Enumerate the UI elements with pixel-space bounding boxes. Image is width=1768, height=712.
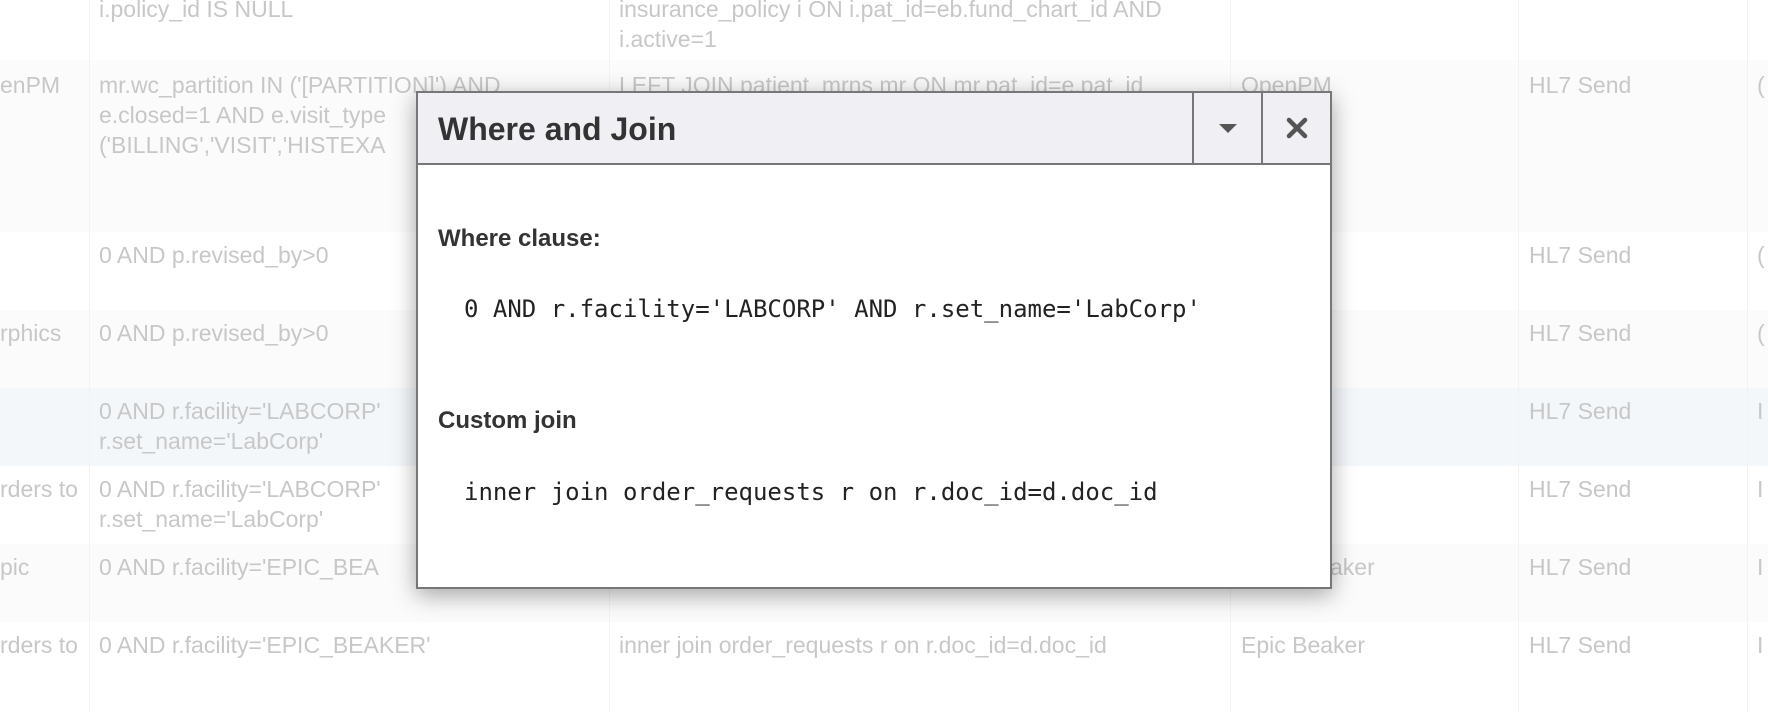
table-cell: ( — [1757, 320, 1765, 346]
table-cell: i.policy_id IS NULL — [99, 0, 294, 22]
dialog-body: Where clause: 0 AND r.facility='LABCORP'… — [418, 165, 1330, 587]
where-clause-label: Where clause: — [438, 225, 601, 252]
table-cell: rders to — [0, 476, 78, 502]
custom-join-value: inner join order_requests r on r.doc_id=… — [464, 478, 1158, 506]
dialog-header[interactable]: Where and Join — [418, 93, 1330, 165]
table-cell: 0 AND r.facility='LABCORP' r.set_name='L… — [99, 398, 381, 454]
table-cell: inner join order_requests r on r.doc_id=… — [619, 632, 1107, 658]
table-cell: 0 AND p.revised_by>0 — [99, 242, 329, 268]
table-cell: rders to — [0, 632, 78, 658]
table-row[interactable]: i.policy_id IS NULL insurance_policy i O… — [0, 0, 1768, 60]
custom-join-label: Custom join — [438, 407, 577, 434]
chevron-down-icon — [1218, 123, 1237, 133]
table-cell: insurance_policy i ON i.pat_id=eb.fund_c… — [619, 0, 1162, 52]
table-cell: HL7 Send — [1529, 632, 1632, 658]
table-cell: HL7 Send — [1529, 72, 1632, 98]
column-divider — [1747, 0, 1748, 712]
dialog-title: Where and Join — [438, 111, 677, 147]
table-cell: 0 AND p.revised_by>0 — [99, 320, 329, 346]
table-cell: pic — [0, 554, 30, 580]
table-cell: 0 AND r.facility='EPIC_BEAKER' — [99, 632, 431, 658]
table-cell: HL7 Send — [1529, 476, 1632, 502]
close-button[interactable] — [1261, 93, 1330, 163]
table-cell: HL7 Send — [1529, 242, 1632, 268]
table-cell: I — [1757, 398, 1764, 424]
table-cell: I — [1757, 632, 1764, 658]
table-cell: HL7 Send — [1529, 398, 1632, 424]
table-cell: enPM — [0, 72, 61, 98]
table-cell: ( — [1757, 242, 1765, 268]
column-divider — [89, 0, 90, 712]
table-cell: 0 AND r.facility='LABCORP' r.set_name='L… — [99, 476, 381, 532]
table-cell: HL7 Send — [1529, 320, 1632, 346]
where-clause-value: 0 AND r.facility='LABCORP' AND r.set_nam… — [464, 295, 1201, 323]
table-row[interactable]: rders to 0 AND r.facility='EPIC_BEAKER' … — [0, 622, 1768, 712]
where-join-dialog: Where and Join Where clause: 0 AND r.fac… — [416, 91, 1332, 589]
dropdown-button[interactable] — [1192, 93, 1261, 163]
table-cell: rphics — [0, 320, 62, 346]
table-cell: 0 AND r.facility='EPIC_BEA — [99, 554, 379, 580]
table-cell: HL7 Send — [1529, 554, 1632, 580]
close-icon — [1286, 117, 1307, 139]
column-divider — [1518, 0, 1519, 712]
table-cell: I — [1757, 476, 1764, 502]
table-cell: I — [1757, 554, 1764, 580]
table-cell: aker — [1330, 554, 1375, 580]
table-cell: ( — [1757, 72, 1765, 98]
table-cell: Epic Beaker — [1241, 632, 1366, 658]
